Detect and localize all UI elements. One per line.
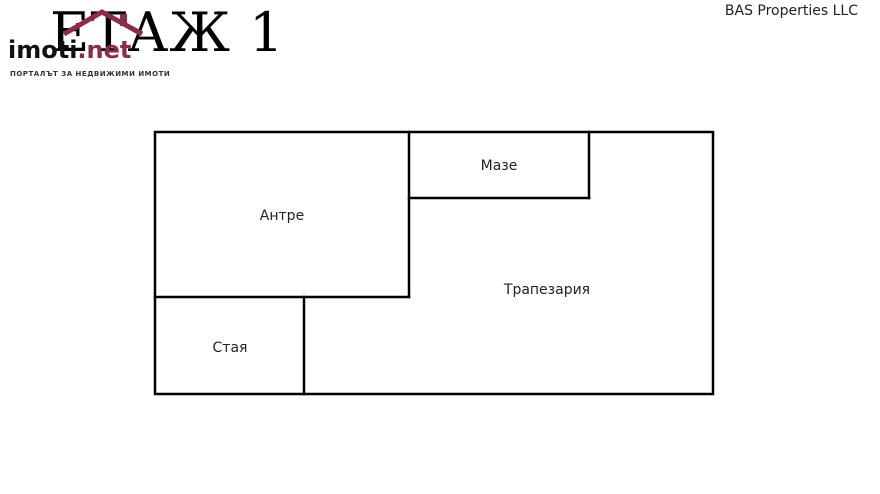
logo-brand-prefix: imoti (8, 36, 78, 64)
logo-brand-suffix: .net (77, 36, 132, 64)
logo-tagline: ПОРТАЛЪТ ЗА НЕДВИЖИМИ ИМОТИ (10, 70, 171, 78)
plan-outer-wall (153, 130, 715, 396)
room-label-trapezaria: Трапезария (503, 282, 590, 298)
imoti-logo: imoti.net ПОРТАЛЪТ ЗА НЕДВИЖИМИ ИМОТИ (8, 8, 208, 84)
house-roof-icon (62, 9, 144, 37)
logo-wordmark: imoti.net (8, 36, 131, 64)
agency-name: BAS Properties LLC (724, 3, 858, 19)
room-label-maze: Мазе (481, 158, 518, 174)
floor-title: ЕТАЖ 1 (50, 1, 285, 64)
room-label-staya: Стая (213, 340, 248, 356)
room-label-antre: Антре (260, 208, 304, 224)
